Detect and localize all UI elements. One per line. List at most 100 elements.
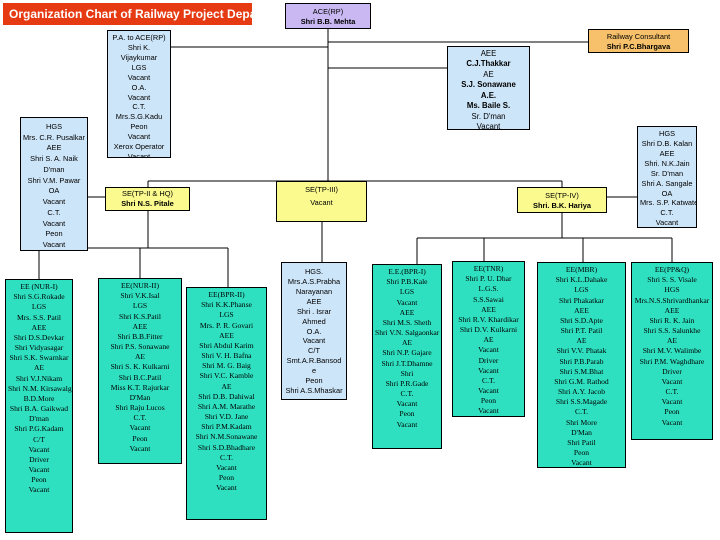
box-line: Peon	[573, 448, 590, 458]
box-line: Shri V. H. Bafna	[201, 351, 252, 361]
box-line: Mrs.N.S.Shrivardhankar	[634, 295, 710, 305]
box-line: Shri Abdul Karim	[199, 340, 254, 350]
box-line: Shri S.D.Apte	[560, 315, 603, 325]
box-line: D'Man	[571, 427, 592, 437]
box-heading: EE(NUR-II)	[121, 281, 159, 290]
box-line: Shri B.B.Fitter	[117, 331, 163, 341]
box-line: Vacant	[28, 444, 50, 454]
box-line: Mrs. S.P. Katwate	[640, 198, 697, 208]
box-line: C.T.	[400, 389, 414, 399]
box-line: D'man	[43, 164, 65, 174]
box-heading: EE(TNR)	[473, 264, 504, 273]
box-line: Shri V.C. Kamble	[199, 371, 254, 381]
box-line: Vacant	[661, 417, 683, 427]
box-heading: E.E.(BPR-I)	[388, 267, 426, 276]
box-line: Shri M.V. Walimbe	[642, 346, 702, 356]
box-line: Vacant	[216, 483, 237, 493]
box-line: Peon	[45, 229, 63, 239]
box-heading: SE(TP-III)	[305, 185, 338, 194]
box-line: Shri D.B. Dahiwal	[198, 391, 255, 401]
box-line: Shri K.K.Phanse	[201, 300, 252, 310]
box-heading: Railway Consultant	[606, 32, 671, 41]
box-line: Shri K.L.Dahake	[555, 275, 608, 285]
box-line: Vacant	[129, 423, 151, 433]
box-heading: ACE(RP)	[312, 7, 344, 16]
box-heading: HGS	[658, 129, 675, 138]
box-line: Driver	[29, 454, 49, 464]
box-line: AEE	[659, 148, 675, 158]
box-line: Peon	[130, 122, 148, 132]
box-line: Shri . Israr	[296, 306, 332, 316]
box-line: Shri. N.K.Jain	[644, 158, 690, 168]
box-line: Shri G.M. Rathod	[554, 376, 609, 386]
box-line: AEE	[399, 307, 415, 317]
box-line: Shri M. G. Baig	[202, 361, 251, 371]
box-line: Shri P.G.Kadam	[14, 424, 64, 434]
box-line: L.G.S.	[478, 284, 499, 294]
box-line: AEE	[481, 304, 496, 314]
box-line: C/T	[308, 346, 320, 356]
box-line: AE	[134, 352, 146, 362]
box-line: Shri R. K. Jain	[649, 315, 695, 325]
box-line: Vacant	[478, 406, 499, 416]
box-line: C.T.	[220, 452, 233, 462]
box-heading: SE(TP-IV)	[545, 191, 579, 200]
box-line: Vacant	[127, 132, 151, 142]
box-line: Mrs. C.R. Pusalkar	[23, 132, 86, 142]
box-line: Shri P.R.Gade	[385, 378, 429, 388]
box-line: C.T.	[660, 208, 674, 218]
box-line: Vacant	[28, 465, 50, 475]
box-line: AEE	[132, 321, 148, 331]
box-line: S.S.Sawai	[473, 294, 504, 304]
box-line: Vacant	[310, 197, 333, 207]
box-line: C.J.Thakkar	[466, 59, 511, 69]
box-line: A.E.	[480, 90, 497, 100]
box-heading: HGS	[45, 122, 62, 131]
box-line: Peon	[480, 396, 497, 406]
se-tp3-box: SE(TP-III) Vacant	[276, 181, 367, 222]
box-line: Shri Phakatkar	[559, 295, 604, 305]
box-heading: AEE	[480, 49, 497, 58]
box-line: Smt.A.R.Bansod	[286, 356, 342, 366]
box-line: Peon	[218, 473, 235, 483]
box-line: Shri Patil	[567, 437, 596, 447]
box-line: AEE	[574, 305, 589, 315]
box-line: D'man	[29, 414, 49, 424]
box-line: Shri P.B.Parab	[559, 356, 604, 366]
box-line: Shri S.M.Bhat	[559, 366, 604, 376]
box-line: Shri S.K. Swarnkar	[9, 353, 69, 363]
box-line: Shri B.A. Gaikwad	[9, 404, 69, 414]
box-line: Shri V.N. Salgaonkar	[375, 328, 440, 338]
box-line: Vacant	[661, 376, 683, 386]
box-line: Shri More	[565, 417, 597, 427]
box-line: Vacant	[216, 462, 237, 472]
box-line: Shri J.T.Dhamne	[381, 358, 433, 368]
box-line: Shri N.P. Gajare	[382, 348, 432, 358]
box-line: Vacant	[302, 336, 326, 346]
box-line: Mrs.A.S.Prabha	[287, 276, 341, 286]
box-line: Vacant	[478, 386, 499, 396]
box-line: Sr. D'man	[650, 168, 684, 178]
box-line: Shri Vidyasagar	[14, 343, 64, 353]
box-line: AEE	[219, 330, 234, 340]
box-line: AE	[401, 338, 413, 348]
box-line: Vacant	[127, 152, 151, 158]
box-line: Mrs. S.S. Patil	[16, 312, 62, 322]
box-line: Shri N.M.Sonawane	[195, 432, 258, 442]
box-line: AE	[666, 336, 678, 346]
se-tp2-box: SE(TP-II & HQ)Shri N.S. Pitale	[105, 187, 190, 211]
box-line: Vacant	[127, 72, 151, 82]
box-heading: EE(BPR-II)	[208, 290, 245, 299]
box-line: AEE	[306, 296, 322, 306]
box-line: Vacant	[42, 197, 66, 207]
box-line: Shri N.S. Pitale	[121, 198, 174, 208]
box-line: Shri A. Sangale	[641, 178, 693, 188]
box-line: C.T.	[482, 375, 495, 385]
chart-title: Organization Chart of Railway Project De…	[3, 3, 294, 25]
